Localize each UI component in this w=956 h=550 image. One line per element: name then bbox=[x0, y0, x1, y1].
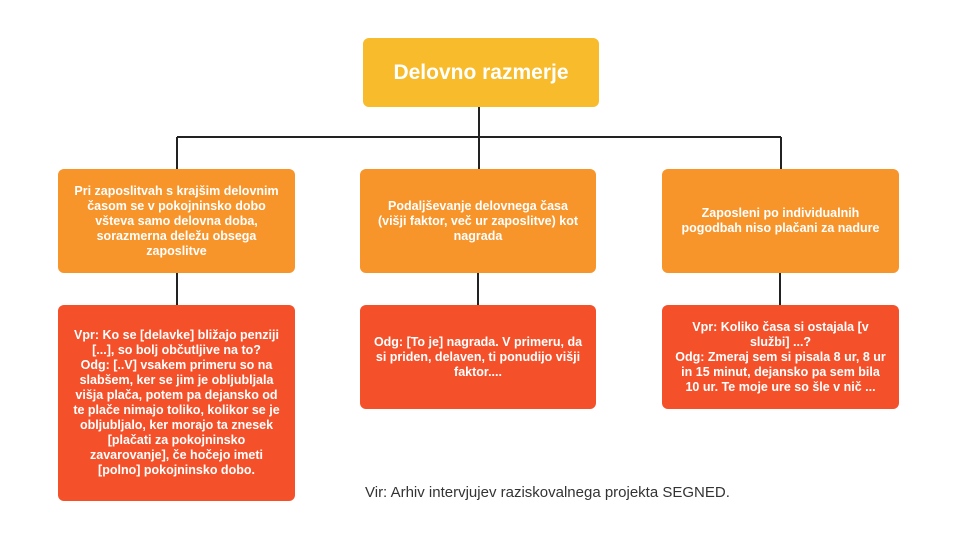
topic-node-3: Zaposleni po individualnih pogodbah niso… bbox=[662, 169, 899, 273]
source-caption: Vir: Arhiv intervjujev raziskovalnega pr… bbox=[365, 484, 730, 501]
quote-node-1: Vpr: Ko se [delavke] bližajo penziji [..… bbox=[58, 305, 295, 501]
root-node: Delovno razmerje bbox=[363, 38, 599, 107]
topic-node-2: Podaljševanje delovnega časa (višji fakt… bbox=[360, 169, 596, 273]
topic-text-2: Podaljševanje delovnega časa (višji fakt… bbox=[377, 198, 579, 243]
quote-text-3: Vpr: Koliko časa si ostajala [v službi] … bbox=[675, 319, 886, 394]
topic-node-1: Pri zaposlitvah s krajšim delovnim časom… bbox=[58, 169, 295, 273]
quote-node-2: Odg: [To je] nagrada. V primeru, da si p… bbox=[360, 305, 596, 409]
quote-text-1: Vpr: Ko se [delavke] bližajo penziji [..… bbox=[73, 328, 280, 477]
quote-node-3: Vpr: Koliko časa si ostajala [v službi] … bbox=[662, 305, 899, 409]
quote-text-2: Odg: [To je] nagrada. V primeru, da si p… bbox=[373, 334, 583, 379]
topic-text-3: Zaposleni po individualnih pogodbah niso… bbox=[681, 206, 880, 235]
topic-text-1: Pri zaposlitvah s krajšim delovnim časom… bbox=[74, 183, 279, 258]
root-label: Delovno razmerje bbox=[393, 60, 569, 84]
